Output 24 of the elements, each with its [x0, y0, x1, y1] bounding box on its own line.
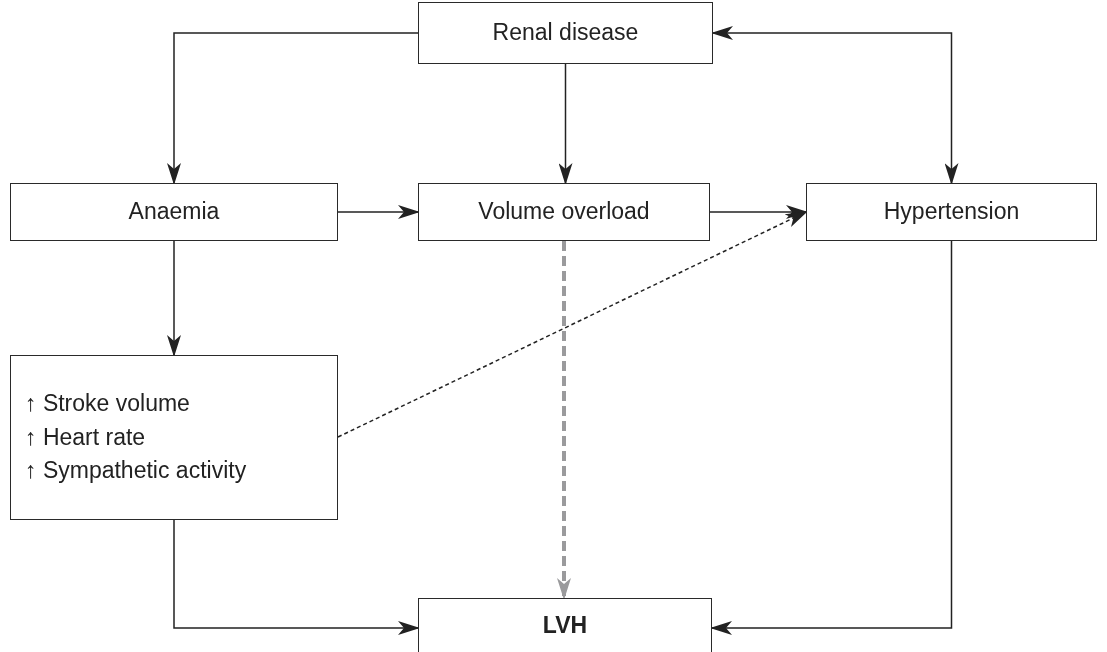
arrow — [711, 26, 959, 185]
process-box — [418, 183, 710, 241]
arrow — [709, 205, 808, 219]
arrow — [558, 63, 573, 185]
arrow — [337, 205, 420, 219]
process-box — [418, 598, 712, 652]
arrow — [167, 240, 181, 357]
process-box — [418, 2, 713, 64]
box-label: Anaemia — [128, 197, 220, 227]
process-box — [806, 183, 1097, 241]
box-label: ↑ Heart rate — [25, 422, 146, 452]
box-label: Renal disease — [492, 18, 639, 48]
box-label: Hypertension — [883, 197, 1020, 227]
arrow — [337, 211, 808, 438]
process-box — [10, 183, 338, 241]
arrow — [173, 519, 420, 635]
box-label: Volume overload — [478, 197, 650, 227]
box-label: LVH — [542, 611, 588, 641]
box-label: ↑ Stroke volume — [25, 389, 190, 419]
arrow — [557, 241, 571, 600]
box-label: ↑ Sympathetic activity — [25, 456, 247, 486]
arrow — [710, 240, 953, 635]
process-box — [10, 355, 338, 520]
arrow — [167, 32, 419, 185]
